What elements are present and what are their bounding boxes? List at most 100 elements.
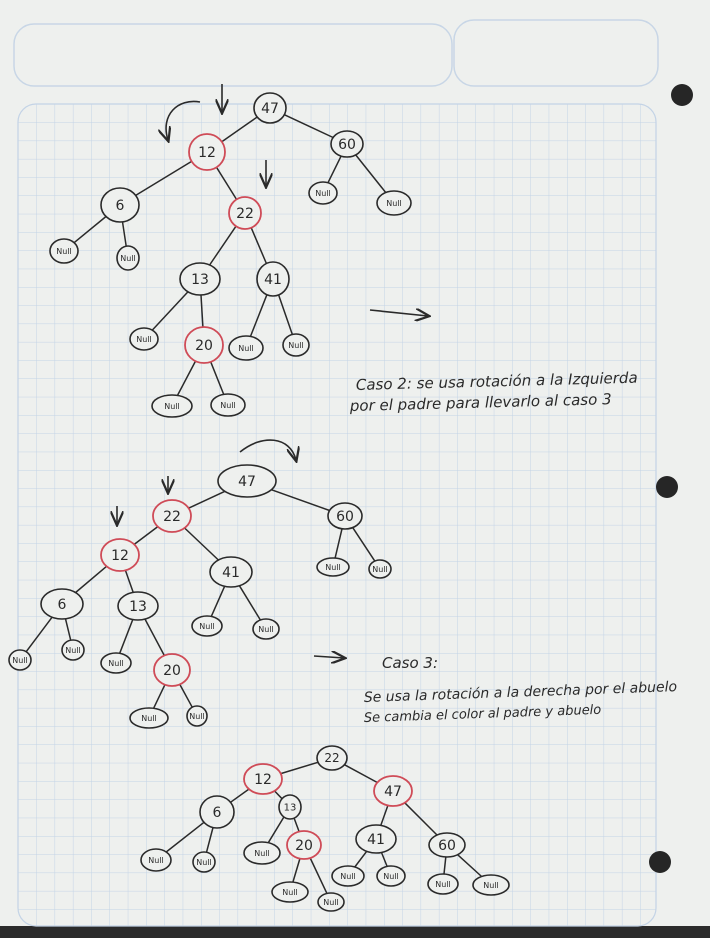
node-circle (376, 190, 412, 216)
punch-hole-icon (656, 476, 678, 498)
node-circle (100, 652, 132, 674)
node-circle (61, 639, 85, 661)
tree-node-6: 6 (199, 795, 235, 829)
tree-edge (271, 488, 330, 512)
null-leaf-node: Null (368, 559, 392, 579)
node-circle (376, 865, 406, 887)
transition-arrow-icon (313, 656, 344, 658)
null-leaf-node: Null (100, 652, 132, 674)
null-leaf-node: Null (140, 848, 172, 872)
node-label: Null (56, 247, 72, 256)
tree-edge (283, 114, 334, 139)
tree-edge (176, 360, 197, 396)
tree-edge (292, 858, 301, 883)
node-circle (100, 538, 140, 572)
node-label: 60 (338, 137, 356, 153)
node-label: 6 (213, 805, 222, 821)
tree-edge (404, 802, 438, 836)
node-circle (179, 262, 221, 296)
node-label: Null (199, 622, 215, 631)
tree-edge (64, 618, 72, 641)
node-label: 12 (111, 548, 129, 564)
tree-edge (151, 291, 189, 331)
tree-edge (280, 761, 319, 775)
null-leaf-node: Null (317, 892, 345, 912)
node-label: Null (323, 898, 339, 907)
node-label: Null (315, 189, 331, 198)
node-circle (278, 794, 302, 820)
node-label: 13 (191, 272, 209, 288)
tree-edge (267, 816, 285, 844)
node-label: Null (189, 712, 205, 721)
node-label: Null (108, 659, 124, 668)
node-label: Null (386, 199, 402, 208)
node-circle (210, 393, 246, 417)
tree-node-12: 12 (188, 133, 226, 171)
node-circle (308, 181, 338, 205)
tree-edge (293, 817, 300, 832)
tree-edge (354, 850, 368, 868)
node-label: Null (258, 625, 274, 634)
rotation-arrow-left-icon (166, 100, 201, 140)
tree-node-22: 22 (152, 499, 192, 533)
node-circle (40, 588, 84, 620)
tree-node-22: 22 (228, 196, 262, 230)
tree-node-12: 12 (100, 538, 140, 572)
node-label: Null (136, 335, 152, 344)
node-circle (472, 874, 510, 896)
tree-edge (210, 361, 225, 395)
tree-edge (249, 294, 268, 337)
node-circle (117, 591, 159, 621)
node-circle (192, 851, 216, 873)
null-leaf-node: Null (129, 327, 159, 351)
tree-edge (165, 821, 205, 853)
tree-edge (75, 565, 108, 594)
tree-edge (380, 805, 389, 826)
node-circle (49, 238, 79, 264)
tree-edge (124, 570, 134, 593)
node-circle (316, 557, 350, 577)
null-leaf-node: Null (192, 851, 216, 873)
node-circle (252, 618, 280, 640)
node-circle (256, 261, 290, 297)
punch-hole-icon (671, 84, 693, 106)
null-leaf-node: Null (151, 394, 193, 418)
node-label: 13 (129, 599, 147, 615)
node-circle (327, 502, 363, 530)
node-label: Null (238, 344, 254, 353)
node-circle (243, 763, 283, 795)
node-circle (427, 873, 459, 895)
node-label: 22 (236, 206, 254, 222)
node-label: 22 (163, 509, 181, 525)
tree-edge (380, 852, 388, 867)
tree-node-47: 47 (373, 775, 413, 807)
tree-node-60: 60 (327, 502, 363, 530)
null-leaf-node: Null (8, 649, 32, 671)
tree-node-6: 6 (40, 588, 84, 620)
tree-node-60: 60 (330, 130, 364, 158)
node-circle (100, 187, 140, 223)
null-leaf-node: Null (376, 190, 412, 216)
node-label: Null (148, 856, 164, 865)
node-label: Null (220, 401, 236, 410)
node-circle (151, 394, 193, 418)
tree-node-12: 12 (243, 763, 283, 795)
null-leaf-node: Null (186, 705, 208, 727)
node-label: Null (288, 341, 304, 350)
tree-edge (184, 527, 219, 561)
tree-edge (277, 294, 294, 335)
tree-edge (73, 215, 107, 244)
node-label: Null (12, 656, 28, 665)
node-label: 20 (295, 838, 313, 854)
header-box-right (453, 19, 659, 87)
node-circle (228, 196, 262, 230)
node-circle (373, 775, 413, 807)
tree-edge (457, 854, 483, 878)
tree-edge (210, 585, 226, 617)
tree-edge (309, 857, 328, 894)
node-circle (217, 464, 277, 498)
tree-node-41: 41 (256, 261, 290, 297)
tree-node-20: 20 (153, 653, 191, 687)
